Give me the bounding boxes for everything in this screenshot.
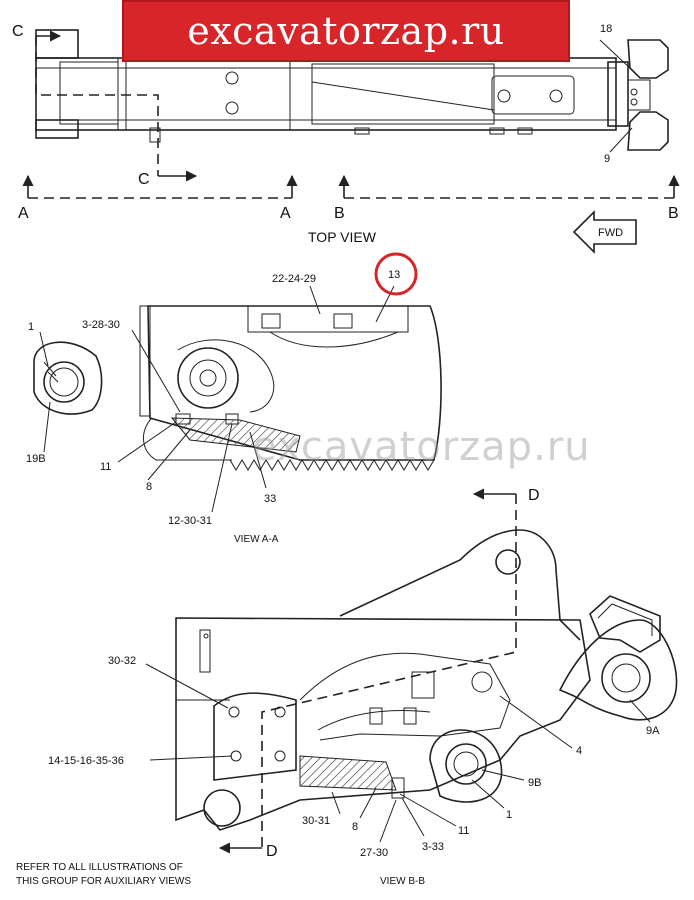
callout-27-30: 27-30 bbox=[360, 847, 388, 859]
callout-18: 18 bbox=[600, 23, 612, 35]
callout-4: 4 bbox=[576, 745, 582, 757]
callout-8-aa: 8 bbox=[146, 481, 152, 493]
callout-33: 33 bbox=[264, 493, 276, 505]
callout-3-28-30: 3-28-30 bbox=[82, 319, 120, 331]
callout-11-aa: 11 bbox=[100, 461, 111, 473]
note-line-2: THIS GROUP FOR AUXILIARY VIEWS bbox=[16, 876, 191, 887]
callout-1-bb: 1 bbox=[506, 809, 512, 821]
section-a-right-label: A bbox=[280, 205, 291, 222]
callout-9a: 9A bbox=[646, 725, 660, 737]
callout-12-30-31: 12-30-31 bbox=[168, 515, 212, 527]
callout-11-bb: 11 bbox=[458, 825, 469, 837]
note-line-1: REFER TO ALL ILLUSTRATIONS OF bbox=[16, 862, 183, 873]
view-bb-caption: VIEW B-B bbox=[380, 876, 425, 887]
view-aa-caption: VIEW A-A bbox=[234, 534, 279, 545]
top-view-caption: TOP VIEW bbox=[308, 229, 377, 245]
callout-30-31: 30-31 bbox=[302, 815, 330, 827]
callout-9: 9 bbox=[604, 153, 610, 165]
fwd-label: FWD bbox=[598, 227, 623, 239]
section-b-left-label: B bbox=[334, 205, 345, 222]
callout-13: 13 bbox=[388, 269, 400, 281]
callout-19b: 19B bbox=[26, 453, 46, 465]
callout-22-24-29: 22-24-29 bbox=[272, 273, 316, 285]
view-b-b: D D 30-32 14-15-16-35-36 9A 4 9B 1 11 30… bbox=[48, 487, 678, 887]
beam-outline bbox=[35, 57, 617, 131]
section-b-right-label: B bbox=[668, 205, 679, 222]
callout-1-aa: 1 bbox=[28, 321, 34, 333]
watermark-banner: excavatorzap.ru bbox=[122, 0, 570, 62]
watermark-middle: excavatorzap.ru bbox=[252, 424, 591, 470]
left-mount-bottom bbox=[35, 119, 79, 139]
section-a-left-label: A bbox=[18, 205, 29, 222]
top-view: C C A A B B TOP VIEW FWD 18 9 bbox=[12, 23, 680, 254]
section-c-top-label: C bbox=[12, 23, 24, 40]
callout-8-bb: 8 bbox=[352, 821, 358, 833]
highlight-circle bbox=[374, 252, 418, 296]
callout-30-32: 30-32 bbox=[108, 655, 136, 667]
left-mount-top bbox=[35, 29, 79, 59]
section-d-top-label: D bbox=[528, 487, 540, 504]
callout-3-33: 3-33 bbox=[422, 841, 444, 853]
callout-9b: 9B bbox=[528, 777, 541, 789]
fwd-arrow-icon bbox=[572, 210, 637, 254]
watermark-banner-text: excavatorzap.ru bbox=[187, 9, 505, 53]
callout-14-15-16-35-36: 14-15-16-35-36 bbox=[48, 755, 124, 767]
section-d-bottom-label: D bbox=[266, 843, 278, 860]
section-c-bottom-label: C bbox=[138, 171, 150, 188]
view-a-a: 13 22-24-29 3-28-30 1 19B 11 8 12-30-31 … bbox=[26, 252, 442, 545]
